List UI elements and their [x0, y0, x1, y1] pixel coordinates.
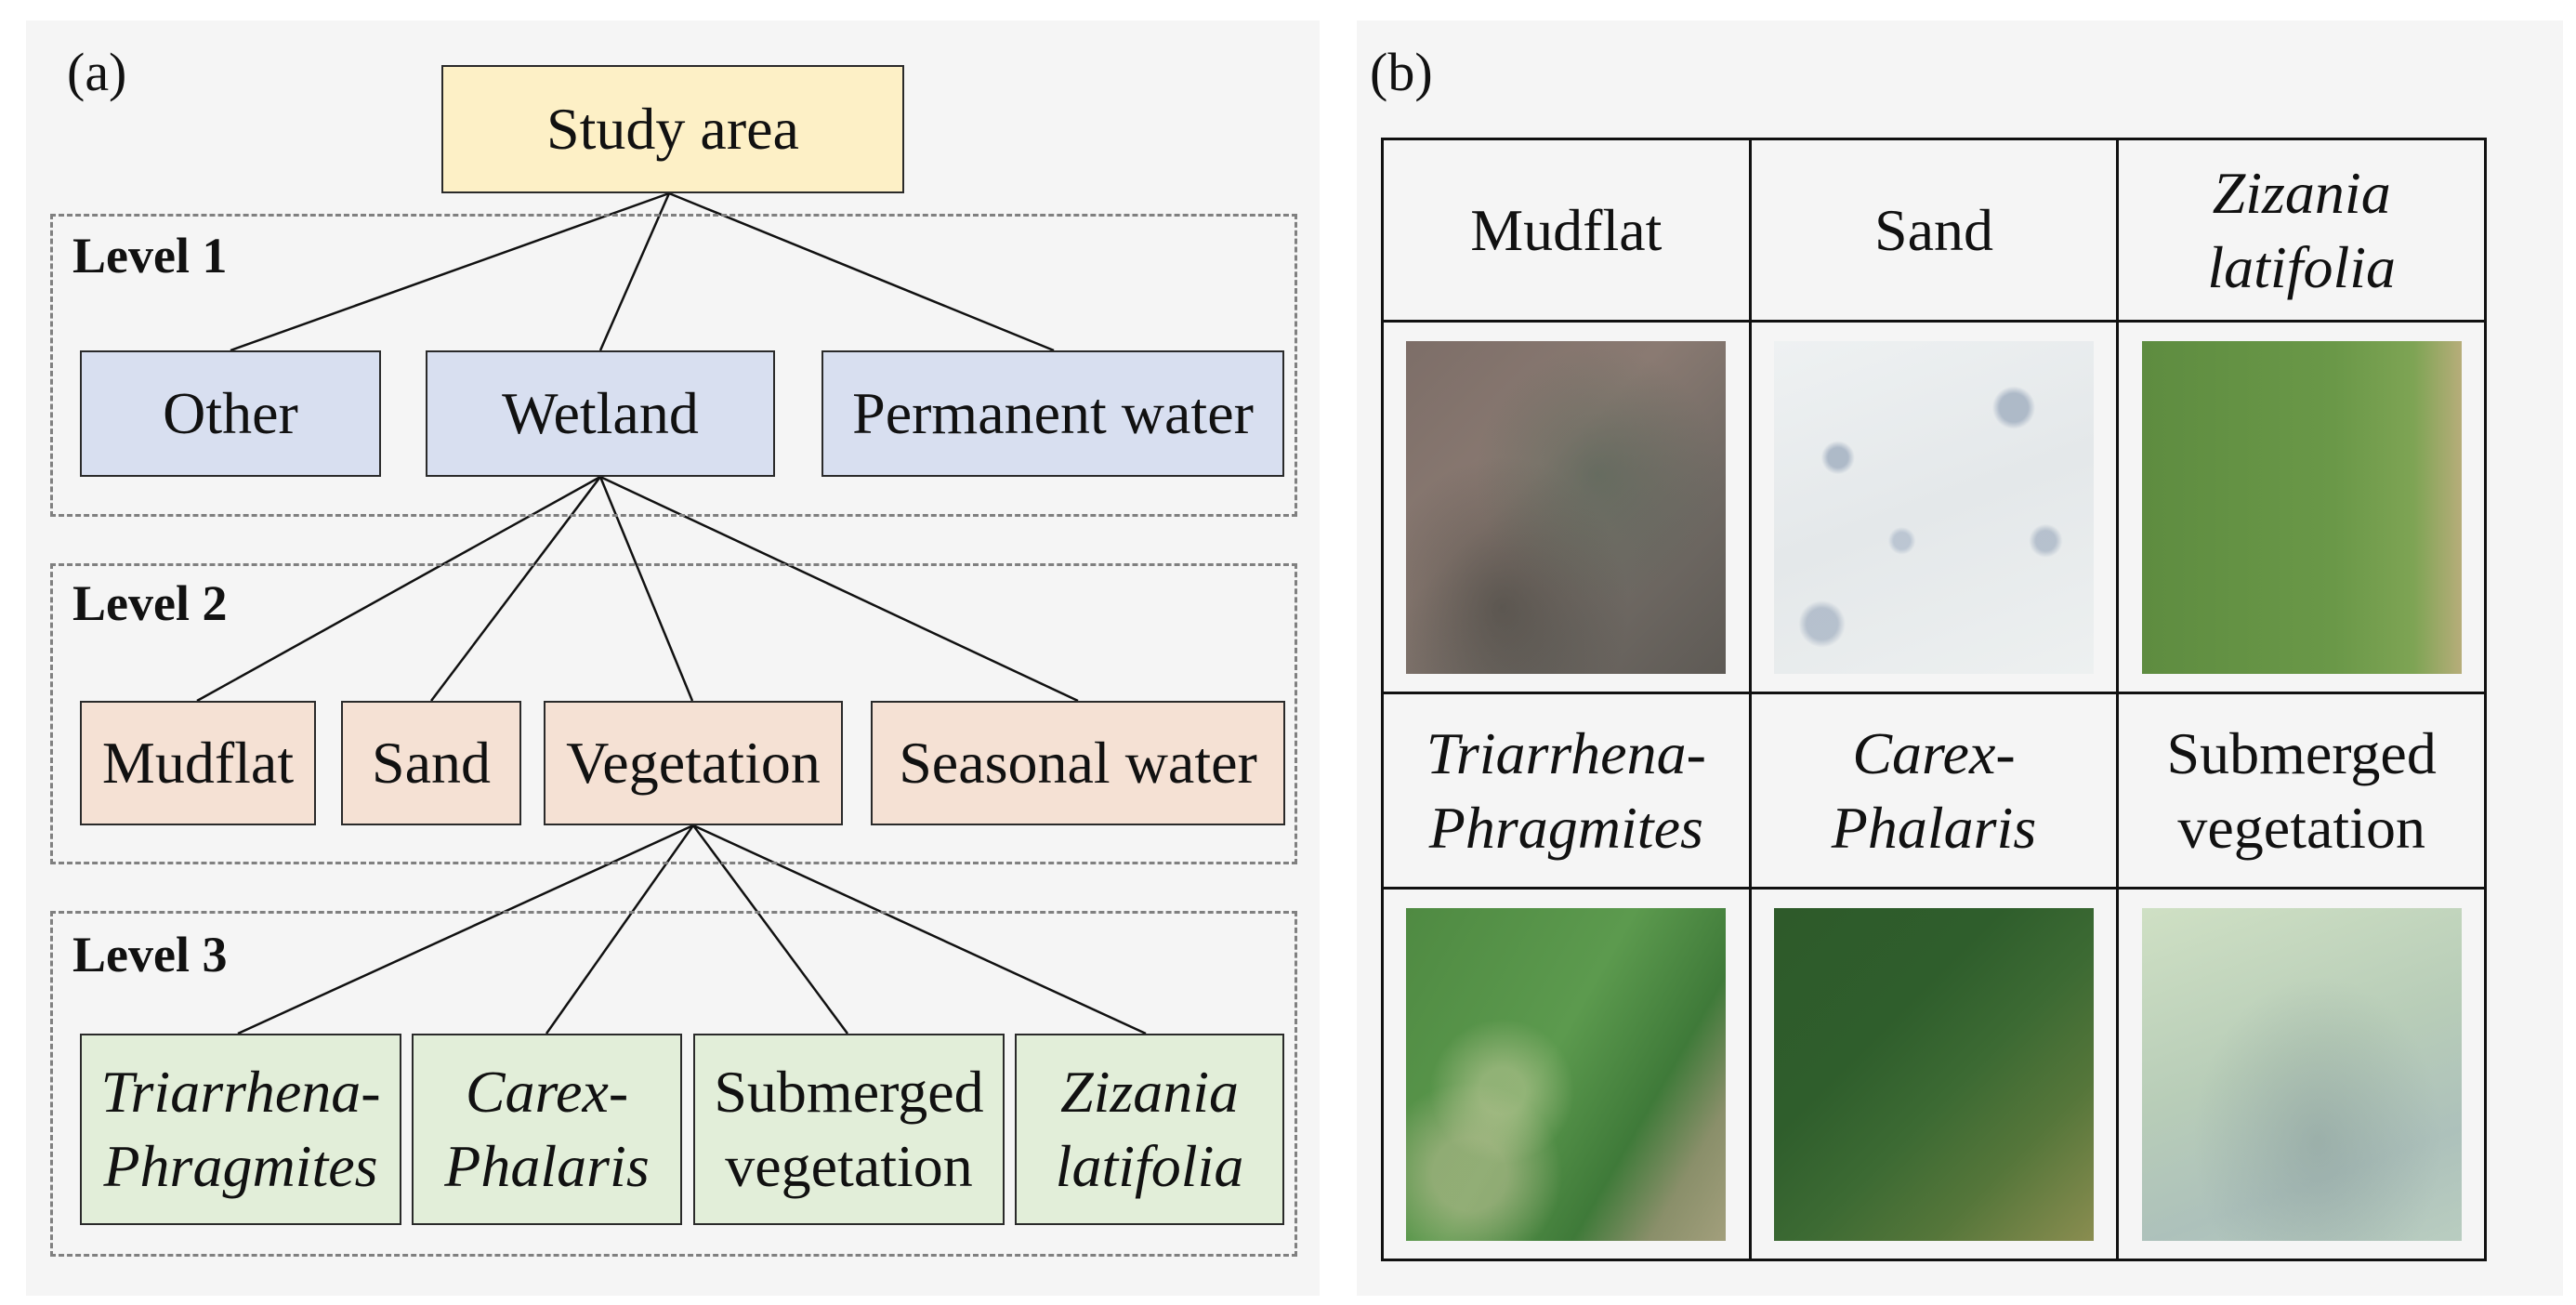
table-image-row-1	[1381, 320, 2487, 694]
node-carex-line2: Phalaris	[444, 1133, 650, 1199]
header-mudflat: Mudflat	[1381, 138, 1752, 323]
mudflat-satellite-image	[1406, 340, 1727, 674]
node-carex-phalaris: Carex- Phalaris	[412, 1034, 682, 1225]
node-triarrhena-line1: Triarrhena-	[100, 1059, 381, 1125]
level-1-label: Level 1	[72, 228, 228, 283]
image-cell-triarrhena	[1381, 887, 1752, 1261]
header-sand: Sand	[1748, 138, 2120, 323]
header-sand-text: Sand	[1873, 196, 1993, 263]
node-other: Other	[80, 350, 381, 477]
node-permanent-water-label: Permanent water	[852, 380, 1254, 446]
header-carex-line2: Phalaris	[1831, 794, 2037, 861]
image-cell-zizania	[2116, 320, 2487, 694]
header-triarrhena-phragmites: Triarrhena- Phragmites	[1381, 692, 1752, 890]
panel-b-label: (b)	[1370, 42, 1433, 102]
class-example-table: Mudflat Sand Zizania latifolia Triarrhena…	[1381, 138, 2487, 1261]
header-triarrhena-line2: Phragmites	[1428, 794, 1703, 861]
node-study-area-label: Study area	[546, 96, 799, 162]
node-zizania-line2: latifolia	[1055, 1133, 1244, 1199]
node-wetland-label: Wetland	[502, 380, 699, 446]
image-cell-submerged	[2116, 887, 2487, 1261]
node-submerged-line2: vegetation	[725, 1133, 973, 1199]
node-triarrhena-phragmites: Triarrhena- Phragmites	[80, 1034, 401, 1225]
node-triarrhena-line2: Phragmites	[103, 1133, 378, 1199]
header-mudflat-text: Mudflat	[1470, 196, 1663, 263]
image-cell-carex	[1748, 887, 2120, 1261]
submerged-vegetation-satellite-image	[2141, 907, 2462, 1241]
header-carex-line1: Carex-	[1852, 719, 2016, 786]
node-vegetation-label: Vegetation	[566, 730, 821, 796]
node-permanent-water: Permanent water	[821, 350, 1284, 477]
image-cell-mudflat	[1381, 320, 1752, 694]
header-triarrhena-line1: Triarrhena-	[1426, 719, 1706, 786]
node-mudflat-label: Mudflat	[101, 730, 295, 796]
zizania-latifolia-satellite-image	[2141, 340, 2462, 674]
level-1-group	[50, 214, 1297, 517]
level-2-group	[50, 563, 1297, 864]
header-submerged-line1: Submerged	[2166, 719, 2437, 786]
node-submerged-vegetation: Submerged vegetation	[693, 1034, 1005, 1225]
node-sand-label: Sand	[372, 730, 491, 796]
image-cell-sand	[1748, 320, 2120, 694]
level-3-group	[50, 911, 1297, 1257]
table-image-row-2	[1381, 887, 2487, 1261]
node-wetland: Wetland	[426, 350, 775, 477]
level-2-label: Level 2	[72, 575, 228, 631]
node-zizania-latifolia: Zizania latifolia	[1015, 1034, 1284, 1225]
sand-satellite-image	[1773, 340, 2094, 674]
panel-a-label: (a)	[67, 42, 127, 102]
node-zizania-line1: Zizania	[1059, 1059, 1240, 1125]
node-study-area: Study area	[441, 65, 904, 193]
carex-phalaris-satellite-image	[1773, 907, 2094, 1241]
header-zizania-line1: Zizania	[2212, 159, 2391, 226]
node-mudflat: Mudflat	[80, 701, 316, 825]
header-submerged-vegetation: Submerged vegetation	[2116, 692, 2487, 890]
header-carex-phalaris: Carex- Phalaris	[1748, 692, 2120, 890]
node-sand: Sand	[341, 701, 521, 825]
header-zizania-latifolia: Zizania latifolia	[2116, 138, 2487, 323]
node-carex-line1: Carex-	[465, 1059, 629, 1125]
triarrhena-phragmites-satellite-image	[1406, 907, 1727, 1241]
node-submerged-line1: Submerged	[714, 1059, 984, 1125]
node-vegetation: Vegetation	[544, 701, 843, 825]
level-3-label: Level 3	[72, 927, 228, 982]
header-zizania-line2: latifolia	[2207, 233, 2396, 300]
table-header-row-2: Triarrhena- Phragmites Carex- Phalaris Sub…	[1381, 692, 2487, 890]
node-other-label: Other	[163, 380, 298, 446]
node-seasonal-water: Seasonal water	[871, 701, 1285, 825]
node-seasonal-water-label: Seasonal water	[899, 730, 1257, 796]
header-submerged-line2: vegetation	[2177, 794, 2425, 861]
table-header-row-1: Mudflat Sand Zizania latifolia	[1381, 138, 2487, 323]
